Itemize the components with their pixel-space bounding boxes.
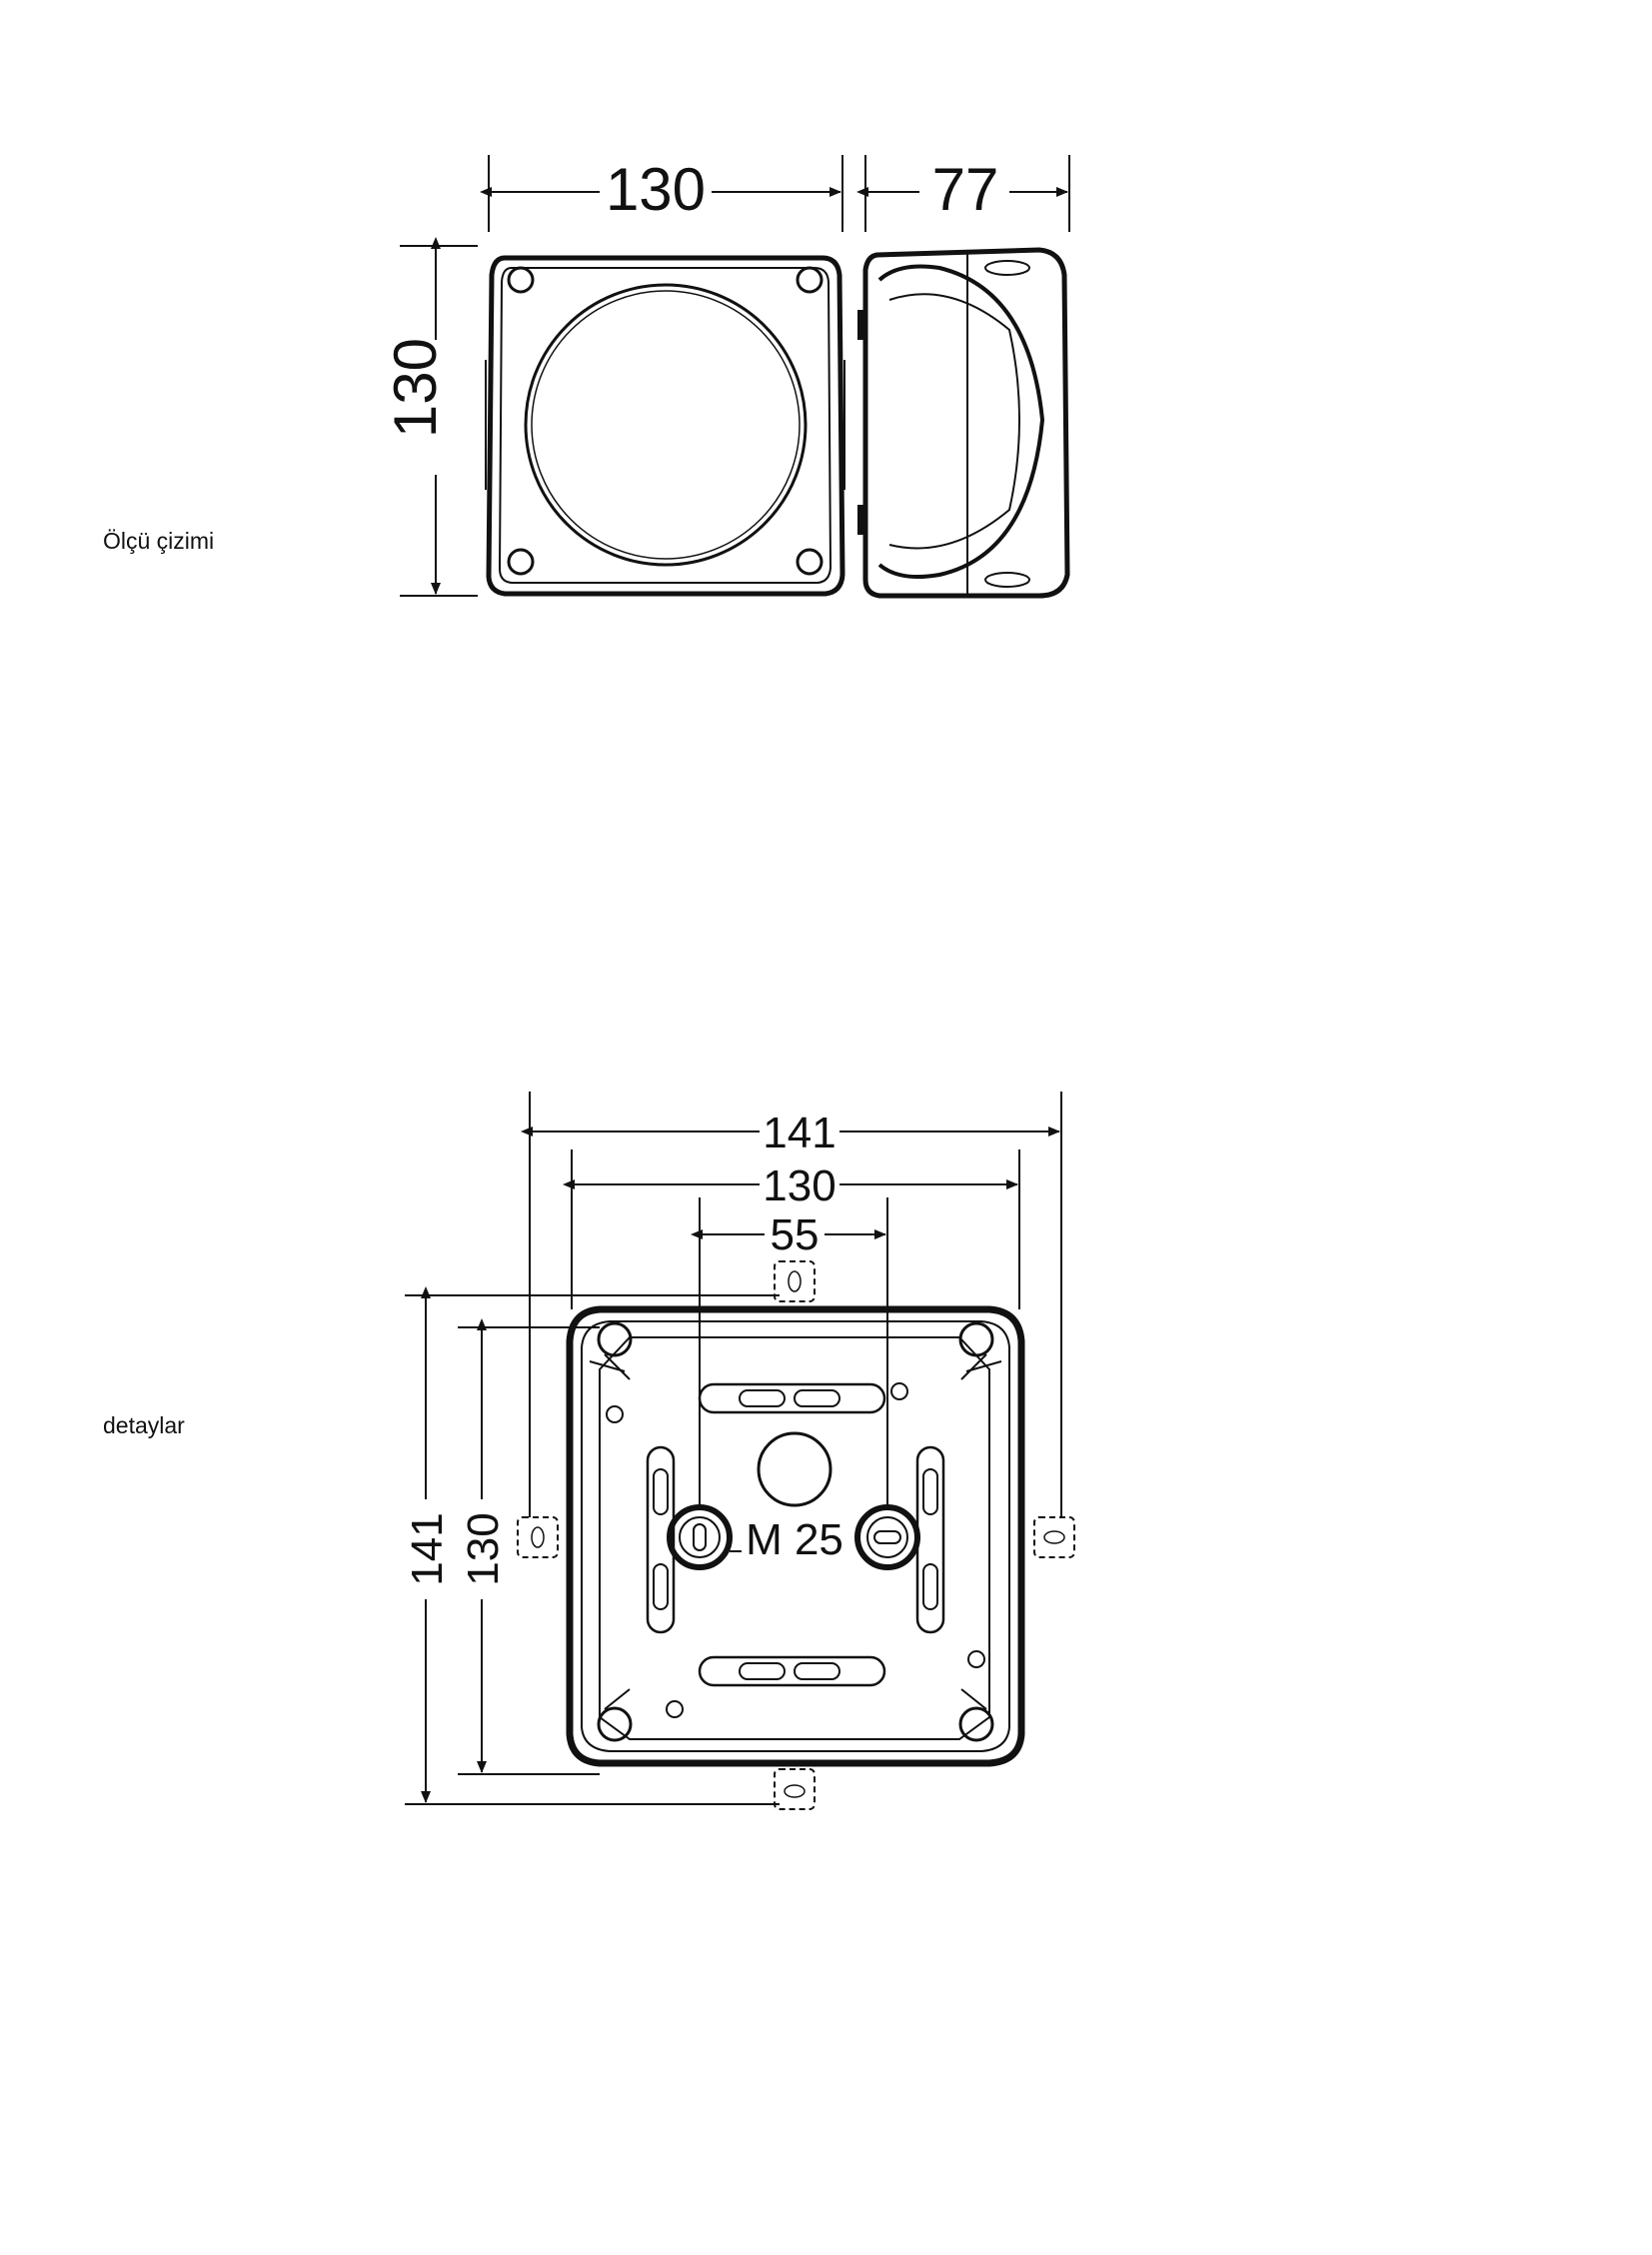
depth-dimension: 77 xyxy=(932,156,999,223)
width-dimension: 130 xyxy=(606,156,706,223)
outer-width-dimension: 141 xyxy=(763,1109,835,1157)
dimension-drawing-label: Ölçü çizimi xyxy=(103,528,215,554)
front-view xyxy=(485,255,845,597)
details-label: detaylar xyxy=(103,1412,185,1438)
hole-spacing-dimension: 55 xyxy=(771,1210,820,1259)
side-view xyxy=(857,247,1070,599)
drawing2-dimensions xyxy=(405,1092,1062,1805)
outer-height-dimension: 141 xyxy=(403,1512,452,1585)
height-dimension: 130 xyxy=(382,338,449,438)
inner-width-dimension: 130 xyxy=(763,1161,835,1210)
thread-size-label: M 25 xyxy=(746,1515,843,1564)
inner-height-dimension: 130 xyxy=(459,1512,508,1585)
drawing1-dimensions xyxy=(400,155,1070,597)
